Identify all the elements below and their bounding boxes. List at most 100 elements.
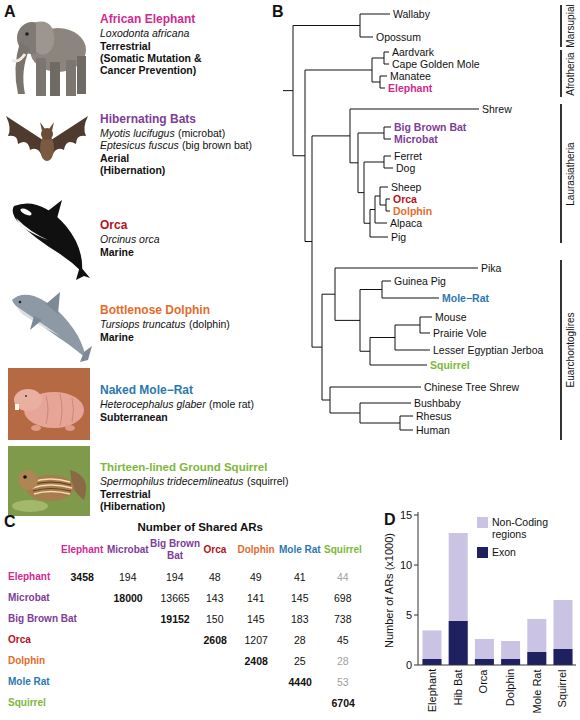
squirrel-stripes <box>32 482 71 491</box>
exon-bar <box>527 652 546 665</box>
squirrel-stripes <box>32 479 72 494</box>
common-name: (dolphin) <box>189 318 230 330</box>
tick-label: 5 <box>406 609 412 622</box>
tree-branch <box>370 365 427 366</box>
tree-branch <box>382 281 383 298</box>
tree-branch <box>382 281 391 282</box>
tree-branch <box>375 196 376 223</box>
tree-branch <box>386 199 390 200</box>
table-cell: 44 <box>337 571 349 583</box>
column-header: Microbat <box>107 544 149 556</box>
category-label: Hib Bat <box>452 669 465 705</box>
tree-branch <box>293 26 294 156</box>
tree-branch <box>400 430 413 431</box>
tree-leaf: Manatee <box>390 70 431 82</box>
tree-branch <box>395 350 430 351</box>
exon-bar <box>554 649 573 665</box>
species-name: Hibernating Bats <box>100 112 196 126</box>
table-cell: 13665 <box>161 592 190 604</box>
clade-bar <box>560 104 562 243</box>
tree-branch <box>395 325 420 326</box>
tree-branch <box>312 347 322 348</box>
habitat-text: Marine <box>100 246 134 258</box>
table-cell: 143 <box>206 592 224 604</box>
bat-illustration <box>6 116 88 161</box>
exon-bar <box>423 659 442 665</box>
elephant-eye <box>25 32 29 36</box>
tree-branch <box>420 317 421 333</box>
tree-branch <box>386 199 387 211</box>
noncoding-bar <box>527 619 546 665</box>
latin-name: Myotis lucifugus <box>100 127 175 139</box>
mole-rat-head <box>14 389 42 411</box>
tree-branch <box>335 268 478 269</box>
table-cell: 150 <box>206 613 224 625</box>
table-cell: 145 <box>291 592 309 604</box>
tree-leaf: Shrew <box>482 103 512 115</box>
latin-name: Loxodonta africana <box>100 27 189 39</box>
species-name: Thirteen-lined Ground Squirrel <box>100 461 267 474</box>
orca-belly <box>16 218 48 240</box>
legend-swatch <box>477 517 488 528</box>
bat-wing <box>48 116 88 156</box>
photo-ground <box>8 446 90 516</box>
row-header: Microbat <box>8 592 50 604</box>
tree-branch <box>370 338 371 366</box>
table-cell: 49 <box>250 571 262 583</box>
row-header: Squirrel <box>8 697 46 709</box>
table-cell: 6704 <box>332 697 355 709</box>
noncoding-bar <box>501 641 520 665</box>
tree-branch <box>330 387 421 388</box>
tree-leaf: Guinea Pig <box>394 275 446 287</box>
tree-leaf: Bushbaby <box>414 397 461 409</box>
table-cell: 28 <box>337 655 349 667</box>
tree-branch <box>370 209 375 210</box>
species-name: African Elephant <box>100 12 195 26</box>
exon-bar <box>449 621 468 665</box>
squirrel-eye <box>23 475 27 479</box>
tree-leaf: Pig <box>391 231 406 243</box>
latin-name: Heterocephalus glaber <box>100 398 206 410</box>
clade-label: Afrotheria <box>564 52 576 95</box>
tree-leaf: Dog <box>396 162 415 174</box>
tree-branch <box>400 416 401 430</box>
dolphin-fin <box>46 292 60 314</box>
tree-branch <box>322 294 335 295</box>
tree-branch <box>358 133 359 193</box>
dolphin-fluke <box>80 346 92 362</box>
tree-branch <box>384 156 385 168</box>
column-header: Orca <box>204 544 227 556</box>
tree-branch <box>360 423 400 424</box>
elephant-leg <box>66 60 76 96</box>
tree-branch <box>305 241 312 242</box>
tick-mark <box>414 515 418 516</box>
tree-branch <box>360 290 361 352</box>
row-header: Mole Rat <box>8 676 50 688</box>
panel-letter: A <box>4 3 16 21</box>
common-name: (big brown bat) <box>182 139 252 151</box>
tree-branch <box>330 413 360 414</box>
latin-name: Orcinus orca <box>100 233 160 245</box>
table-cell: 2408 <box>245 655 268 667</box>
tree-branch <box>380 205 386 206</box>
tree-branch <box>350 109 351 163</box>
tree-branch <box>384 127 391 128</box>
tree-leaf: Pika <box>481 262 501 274</box>
table-cell: 18000 <box>114 592 143 604</box>
tree-leaf: Mouse <box>435 311 467 323</box>
tree-branch <box>312 136 313 347</box>
habitat-text: Subterranean <box>100 411 168 423</box>
tree-branch <box>293 25 360 26</box>
table-cell: 4440 <box>289 676 312 688</box>
dolphin-illustration <box>12 292 92 362</box>
row-header: Dolphin <box>8 655 45 667</box>
tree-leaf: Ferret <box>394 150 422 162</box>
tree-branch <box>322 294 323 400</box>
orca-tail <box>76 266 90 280</box>
tree-branch <box>360 289 382 290</box>
tree-branch <box>382 298 439 299</box>
table-cell: 141 <box>247 592 265 604</box>
table-title: Number of Shared ARs <box>138 521 263 534</box>
panel-letter: C <box>4 513 16 531</box>
axis-line <box>418 512 576 665</box>
